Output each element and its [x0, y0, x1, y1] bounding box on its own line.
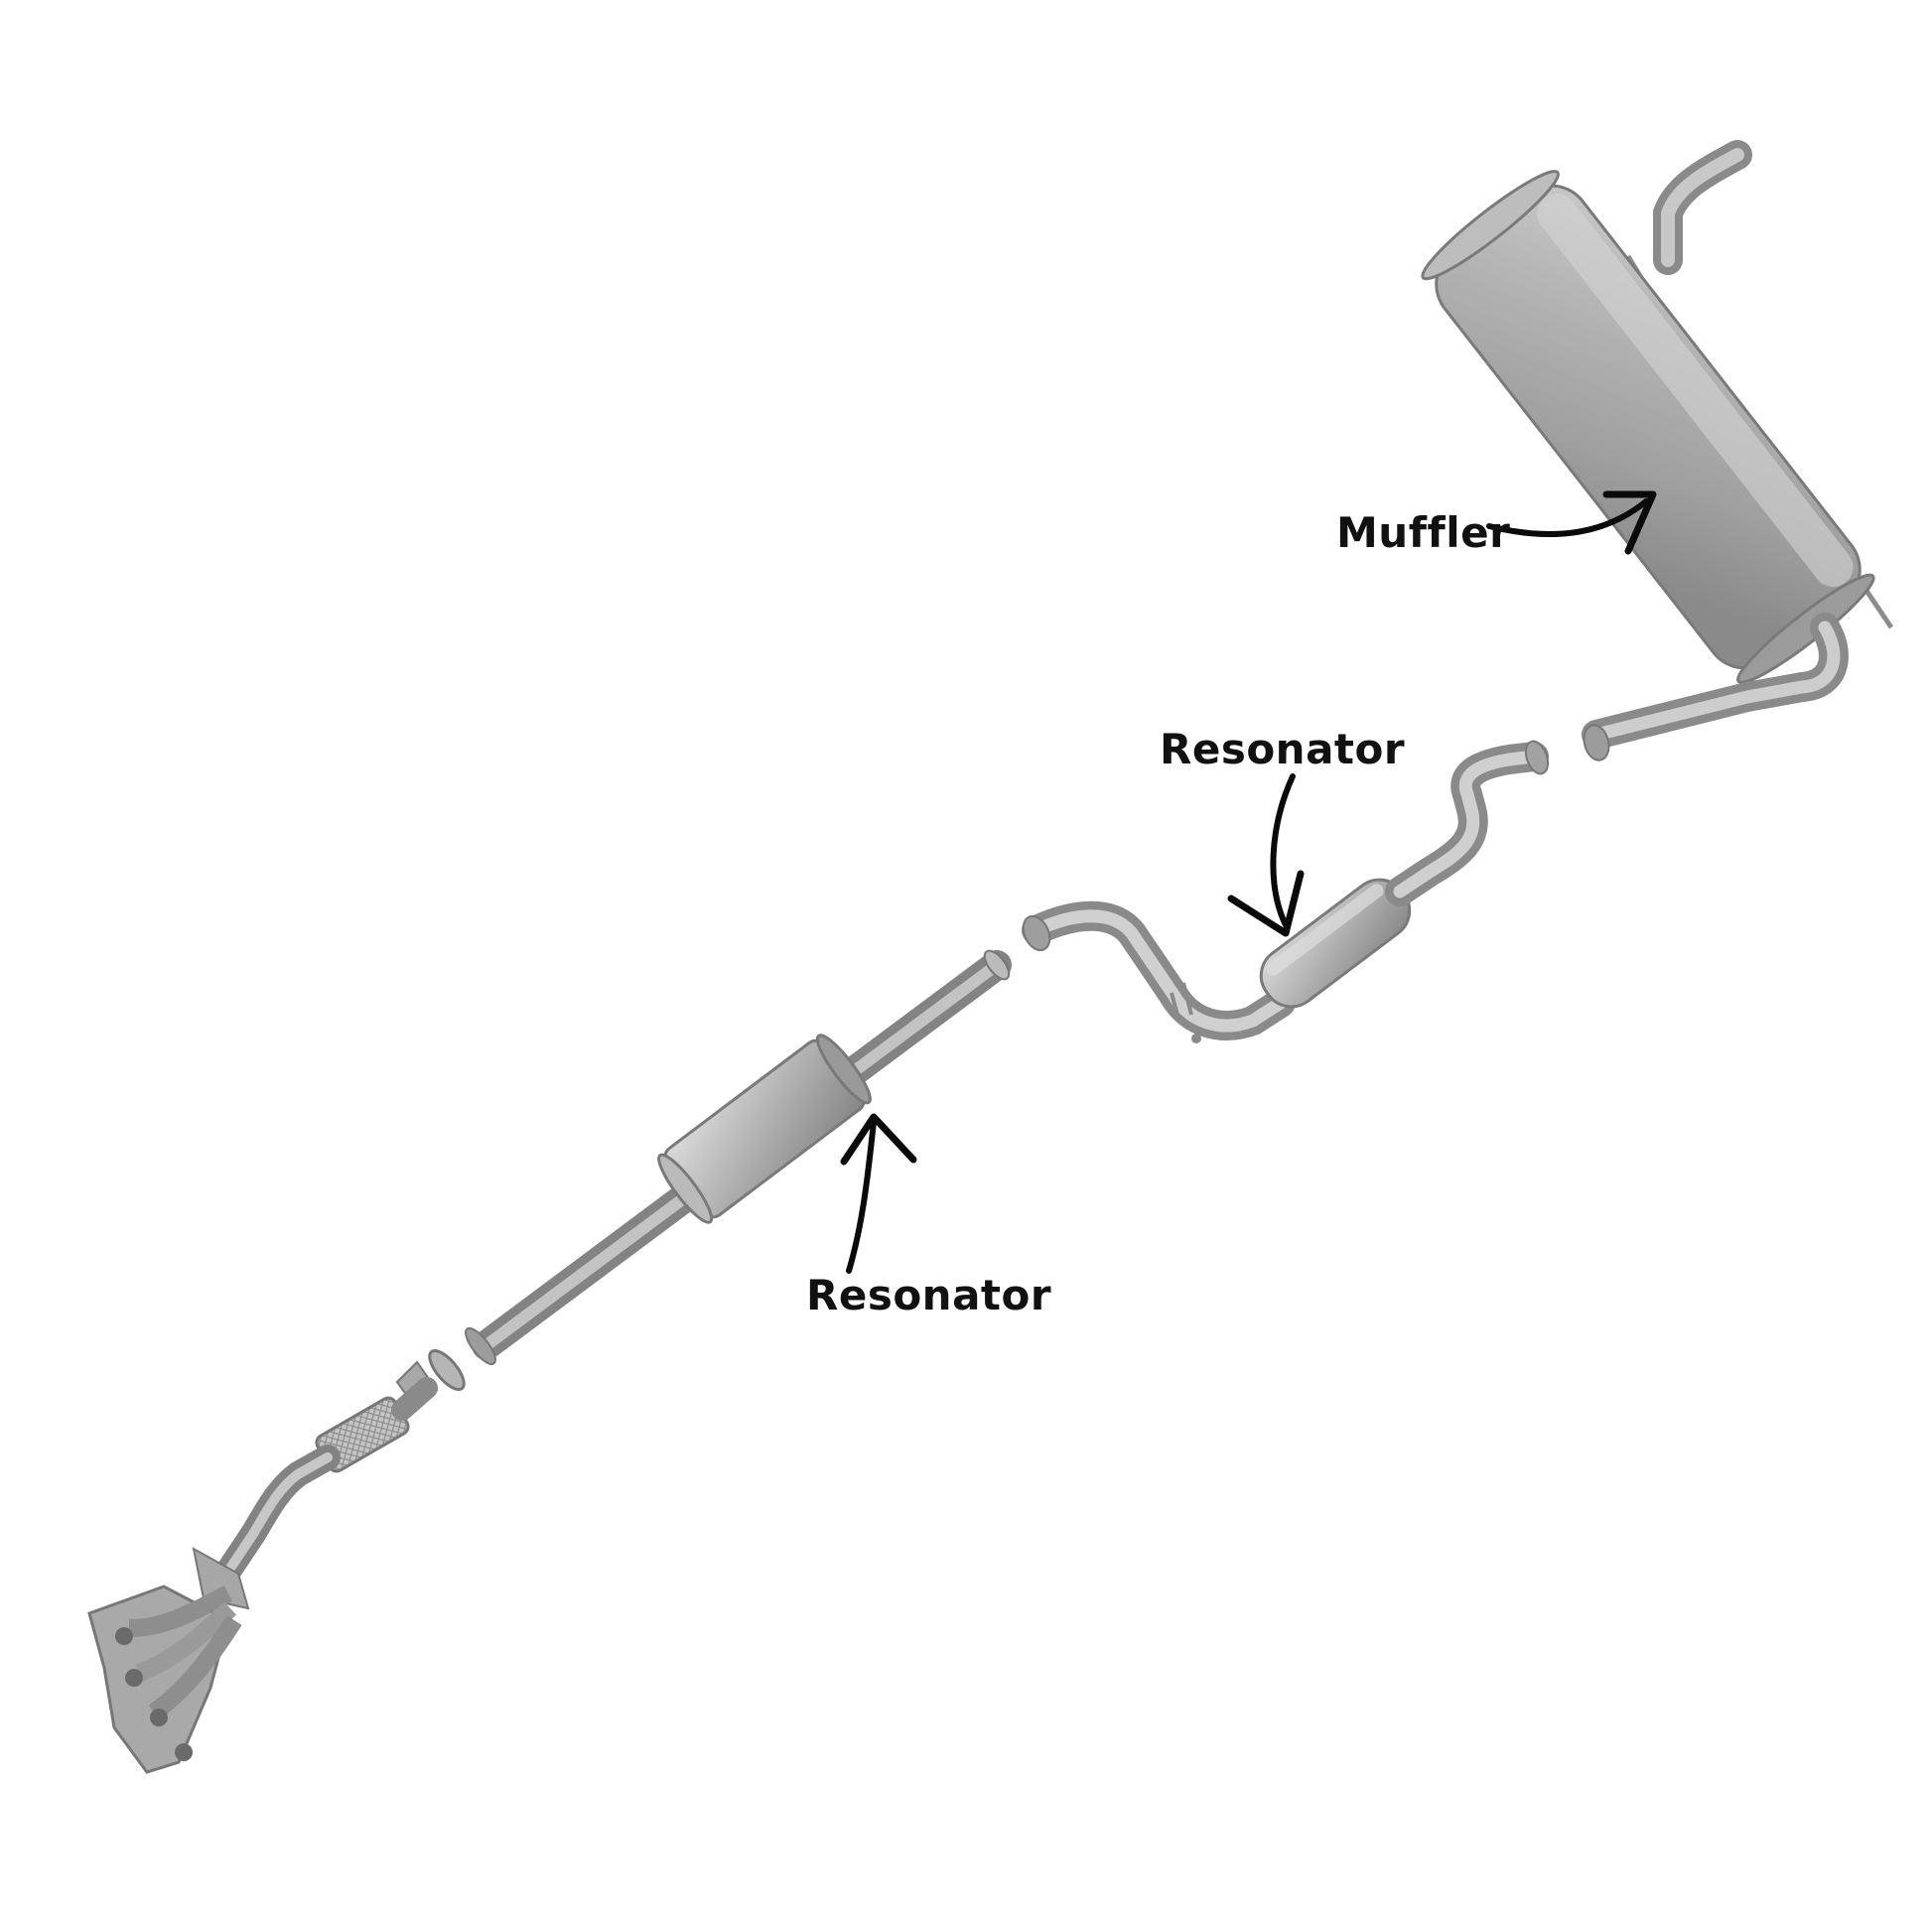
exhaust-manifold — [87, 1585, 230, 1774]
resonator-front-label: Resonator — [806, 1271, 1052, 1319]
muffler-body — [1435, 184, 1862, 670]
manifold-assembly — [87, 1349, 466, 1774]
resonator-front-arrow — [840, 1113, 917, 1274]
muffler-assembly — [1421, 140, 1894, 761]
resonator-mid-label: Resonator — [1160, 725, 1406, 773]
muffler-arrow — [1486, 490, 1657, 555]
resonator-mid-arrow — [1227, 773, 1305, 937]
mid-pipe-assembly — [1022, 740, 1550, 1043]
muffler-label: Muffler — [1336, 508, 1511, 557]
front-pipe-assembly — [465, 949, 1012, 1366]
